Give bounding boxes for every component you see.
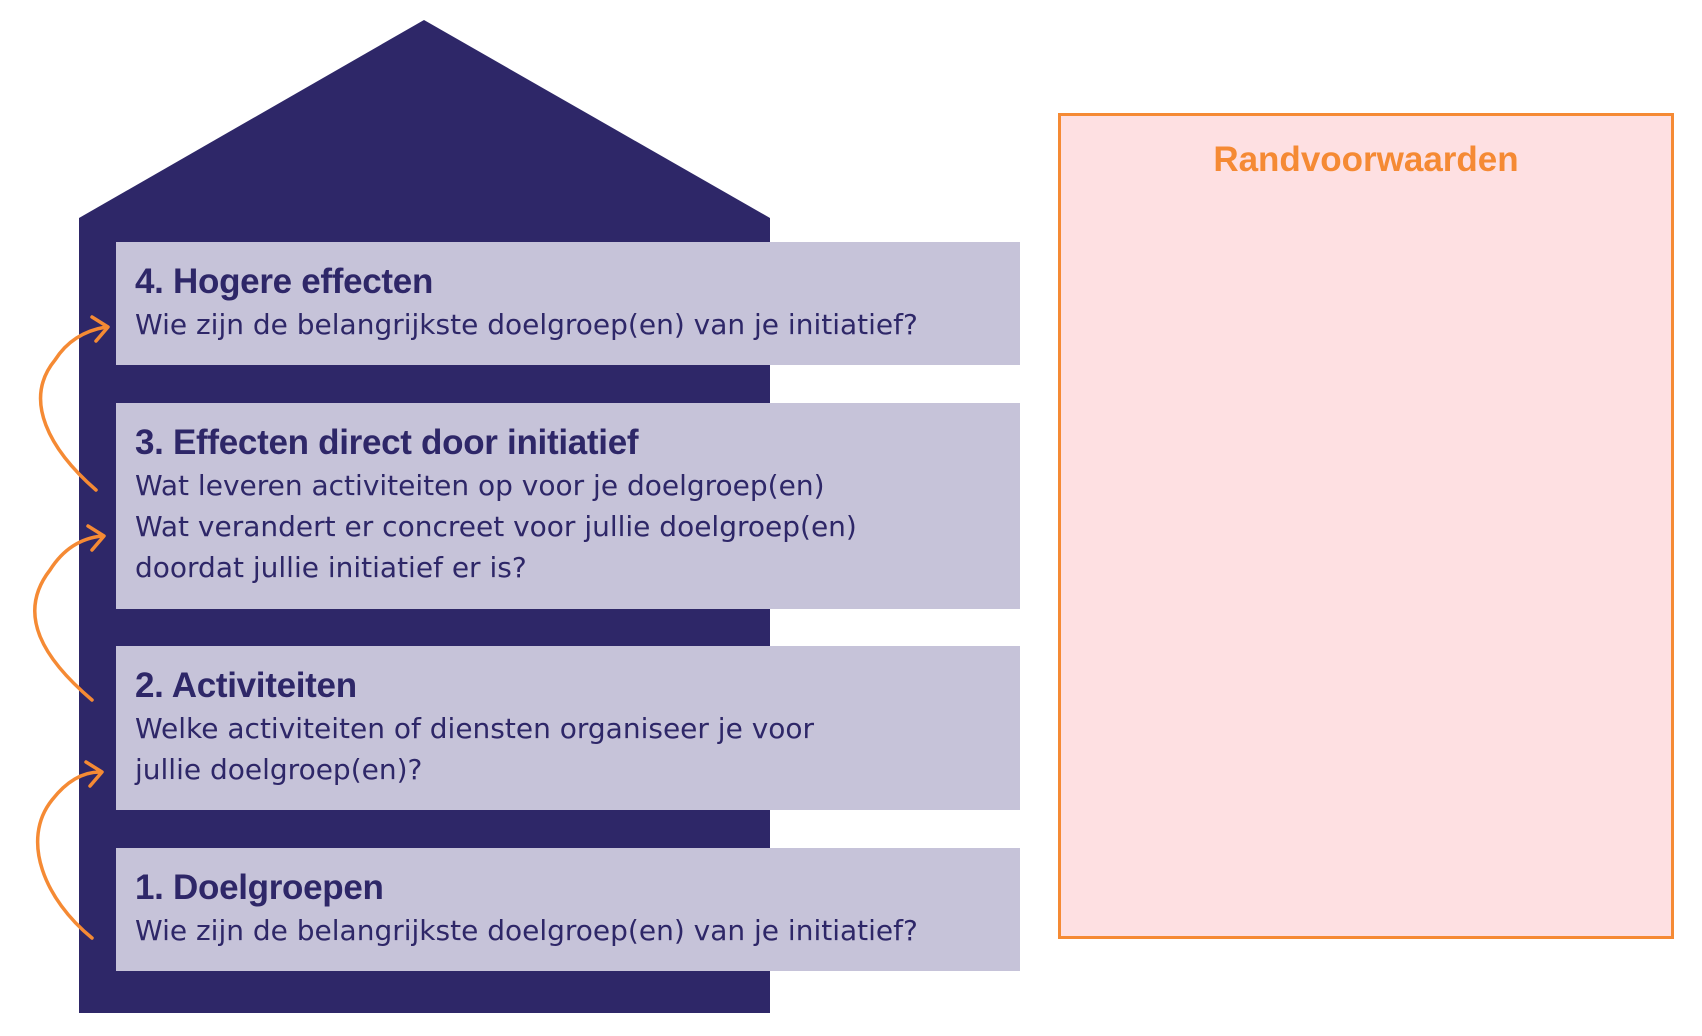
- level-1-doelgroepen: 1. Doelgroepen Wie zijn de belangrijkste…: [116, 848, 1020, 971]
- level-text: jullie doelgroep(en)?: [135, 753, 423, 786]
- curved-arrow-icon: [35, 760, 104, 940]
- level-title: 4. Hogere effecten: [135, 262, 434, 301]
- level-title: 1. Doelgroepen: [135, 868, 384, 907]
- curved-arrow-icon: [38, 315, 110, 492]
- randvoorwaarden-title: Randvoorwaarden: [1213, 140, 1519, 179]
- arrows: [33, 315, 110, 940]
- randvoorwaarden-box: Randvoorwaarden: [1058, 113, 1674, 939]
- level-2-activiteiten: 2. Activiteiten Welke activiteiten of di…: [116, 646, 1020, 810]
- level-4-hogere-effecten: 4. Hogere effecten Wie zijn de belangrij…: [116, 242, 1020, 365]
- level-text: Wie zijn de belangrijkste doelgroep(en) …: [135, 308, 918, 341]
- level-text: Welke activiteiten of diensten organisee…: [135, 712, 815, 745]
- level-3-effecten-direct: 3. Effecten direct door initiatief Wat l…: [116, 403, 1020, 609]
- level-text: Wie zijn de belangrijkste doelgroep(en) …: [135, 914, 918, 947]
- level-title: 2. Activiteiten: [135, 666, 357, 705]
- level-text: doordat jullie initiatief er is?: [135, 551, 527, 584]
- level-text: Wat leveren activiteiten op voor je doel…: [135, 469, 825, 502]
- level-text: Wat verandert er concreet voor jullie do…: [135, 510, 857, 543]
- curved-arrow-icon: [33, 524, 106, 702]
- level-title: 3. Effecten direct door initiatief: [135, 423, 639, 462]
